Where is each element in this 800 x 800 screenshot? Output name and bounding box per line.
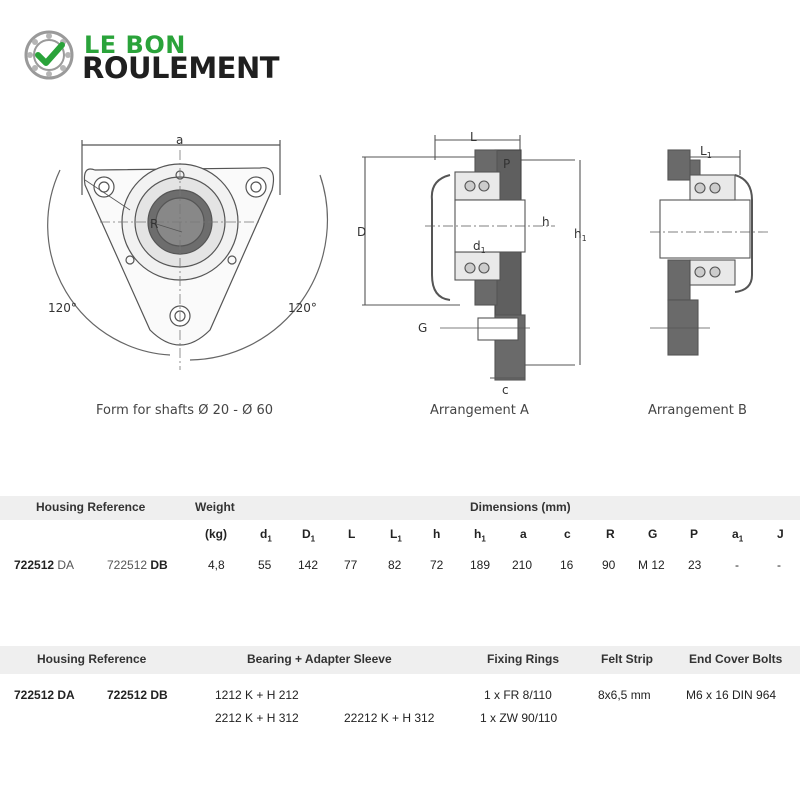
dim-l1-label: L1 (700, 144, 712, 160)
col-a1: a1 (732, 527, 744, 544)
cell-R: 90 (602, 558, 616, 572)
col-D1: D1 (302, 527, 316, 544)
table2-ref-da: 722512 DA (14, 688, 75, 702)
cell-a: 210 (512, 558, 533, 572)
col-L: L (348, 527, 356, 541)
brand-logo: LE BON ROULEMENT (22, 28, 302, 85)
caption-form: Form for shafts Ø 20 - Ø 60 (96, 403, 273, 418)
table2-rings-header: Fixing Rings (487, 652, 559, 666)
cell-L: 77 (344, 558, 358, 572)
table2-header-band (0, 646, 800, 674)
technical-drawing: a R 120° 120° L P D h d1 h1 G c (47, 130, 770, 397)
arrangement-b-view (650, 149, 770, 356)
table1-ref-db: 722512 DB (107, 558, 168, 572)
col-a: a (520, 527, 527, 541)
table2-bolts-header: End Cover Bolts (689, 652, 783, 666)
cell-c: 16 (560, 558, 574, 572)
front-view (47, 140, 329, 370)
col-h: h (433, 527, 441, 541)
col-G: G (648, 527, 658, 541)
cell-D1: 142 (298, 558, 319, 572)
table1-housing-header: Housing Reference (36, 500, 146, 514)
dim-c-label: c (502, 383, 509, 397)
cell-h: 72 (430, 558, 444, 572)
col-h1: h1 (474, 527, 486, 544)
angle-left-label: 120° (48, 301, 77, 315)
cell-J: - (777, 558, 781, 572)
col-P: P (690, 527, 699, 541)
table2-housing-header: Housing Reference (37, 652, 147, 666)
table1-ref-da: 722512 DA (14, 558, 75, 572)
caption-arrangement-a: Arrangement A (430, 403, 529, 418)
arrangement-a-view (362, 135, 581, 381)
dim-d-label: D (357, 225, 366, 239)
cell-G: M 12 (638, 558, 665, 572)
brand-line2: ROULEMENT (82, 51, 280, 85)
dim-h-label: h (542, 215, 550, 229)
cell-h1: 189 (470, 558, 491, 572)
dim-p-label: P (503, 157, 510, 171)
brand-line1: LE BON (84, 31, 186, 59)
table1-dimensions-header: Dimensions (mm) (470, 500, 571, 514)
cell-d1: 55 (258, 558, 272, 572)
col-J: J (777, 527, 784, 541)
table2-bearing-header: Bearing + Adapter Sleeve (247, 652, 392, 666)
cell-weight: 4,8 (208, 558, 225, 572)
cell-a1: - (735, 558, 739, 572)
col-c: c (564, 527, 571, 541)
angle-right-label: 120° (288, 301, 317, 315)
cell-bearing-3: 22212 K + H 312 (344, 711, 435, 725)
dim-d1-label: d1 (473, 239, 486, 255)
cell-bearing-2: 2212 K + H 312 (215, 711, 299, 725)
table2-ref-db: 722512 DB (107, 688, 168, 702)
cell-bearing-1: 1212 K + H 212 (215, 688, 299, 702)
col-L1: L1 (390, 527, 402, 544)
dim-r-label: R (150, 217, 158, 231)
cell-bolts: M6 x 16 DIN 964 (686, 688, 777, 702)
dim-g-label: G (418, 321, 427, 335)
table1-header-band (0, 496, 800, 520)
cell-ring-1: 1 x FR 8/110 (484, 688, 552, 702)
caption-arrangement-b: Arrangement B (648, 403, 747, 418)
table2-felt-header: Felt Strip (601, 652, 654, 666)
table1-kg-unit: (kg) (205, 527, 227, 541)
cell-ring-2: 1 x ZW 90/110 (480, 711, 558, 725)
cell-L1: 82 (388, 558, 402, 572)
cell-P: 23 (688, 558, 702, 572)
dim-l-label: L (470, 130, 477, 144)
table1-weight-header: Weight (195, 500, 235, 514)
col-R: R (606, 527, 615, 541)
cell-felt: 8x6,5 mm (598, 688, 651, 702)
bearing-check-icon (24, 30, 74, 80)
dim-h1-label: h1 (574, 227, 587, 243)
dim-a-label: a (176, 133, 183, 147)
col-d1: d1 (260, 527, 272, 544)
